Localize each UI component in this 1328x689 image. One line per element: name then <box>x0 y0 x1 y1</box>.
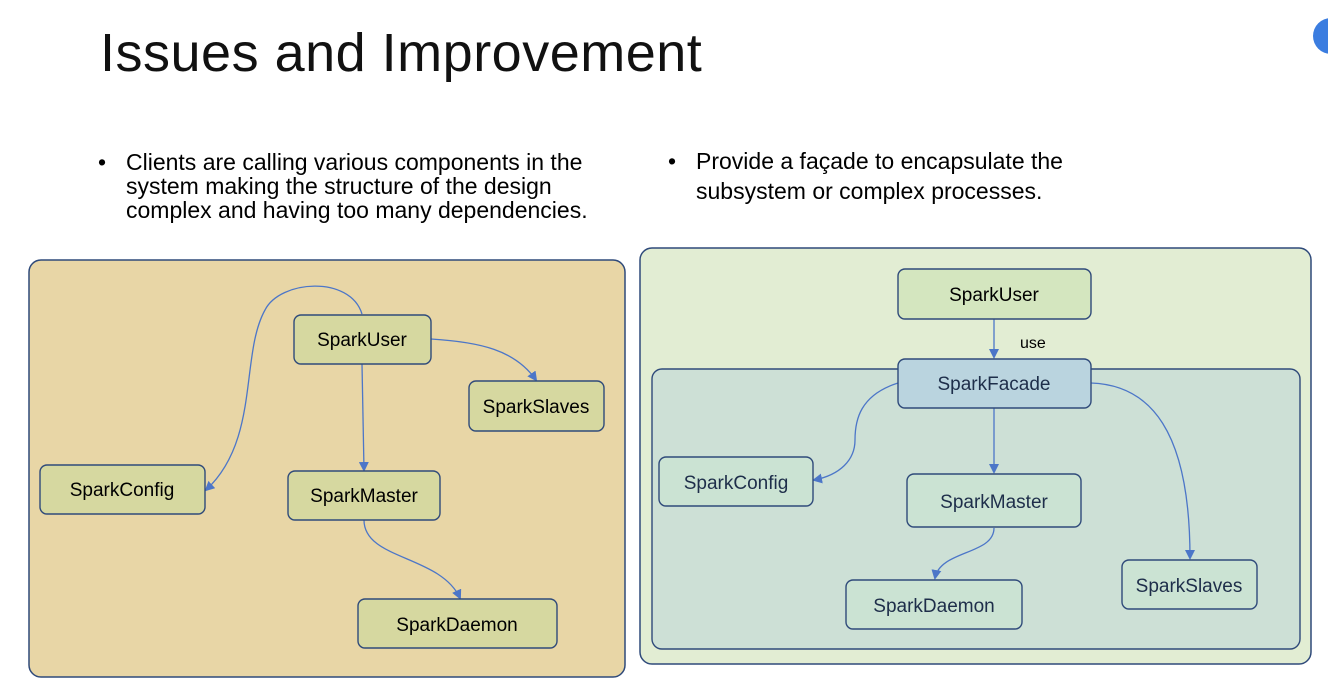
left-node-spark-daemon <box>357 598 558 649</box>
right-node-spark-slaves <box>1121 559 1258 610</box>
avatar[interactable] <box>1313 18 1328 54</box>
slide-title: Issues and Improvement <box>100 23 703 83</box>
edge-facade-to-config <box>812 382 899 484</box>
right-node-spark-facade-label: SparkFacade <box>937 374 1050 395</box>
left-node-spark-slaves-label: SparkSlaves <box>483 397 590 418</box>
right-node-spark-config <box>658 456 814 507</box>
edge-facade-to-slaves <box>1090 382 1195 560</box>
right-node-spark-master <box>906 473 1082 528</box>
edge-user-to-slaves <box>430 338 538 382</box>
left-node-spark-slaves <box>468 380 605 432</box>
left-node-spark-config <box>39 464 206 515</box>
left-bullet-text: Clients are calling various components i… <box>126 149 588 223</box>
edge-master-to-daemon <box>363 519 462 600</box>
right-node-spark-daemon-label: SparkDaemon <box>873 596 994 617</box>
left-node-spark-user <box>293 314 432 365</box>
right-node-spark-facade <box>897 358 1092 409</box>
edge-use-label: use <box>1020 335 1046 352</box>
bullet-dot: • <box>98 149 107 175</box>
edge-user-to-config <box>204 285 363 492</box>
left-node-spark-master-label: SparkMaster <box>310 486 418 507</box>
right-node-spark-config-label: SparkConfig <box>684 473 789 494</box>
left-node-spark-daemon-label: SparkDaemon <box>396 615 517 636</box>
right-node-spark-user <box>897 268 1092 320</box>
right-node-spark-user-label: SparkUser <box>949 285 1039 306</box>
left-node-spark-user-label: SparkUser <box>317 330 407 351</box>
right-bullet-text: Provide a façade to encapsulate the subs… <box>696 148 1063 204</box>
right-node-spark-daemon <box>845 579 1023 630</box>
edge-master-to-daemon-right <box>931 527 995 580</box>
left-bullet: • Clients are calling various components… <box>98 149 606 223</box>
right-node-spark-master-label: SparkMaster <box>940 492 1048 513</box>
left-node-spark-master <box>287 470 441 521</box>
left-node-spark-config-label: SparkConfig <box>70 480 175 501</box>
right-bullet: • Provide a façade to encapsulate the su… <box>668 146 1156 206</box>
edge-user-to-master <box>358 363 369 472</box>
bullet-dot: • <box>668 148 677 174</box>
left-panel <box>28 259 626 678</box>
right-node-spark-slaves-label: SparkSlaves <box>1136 576 1243 597</box>
